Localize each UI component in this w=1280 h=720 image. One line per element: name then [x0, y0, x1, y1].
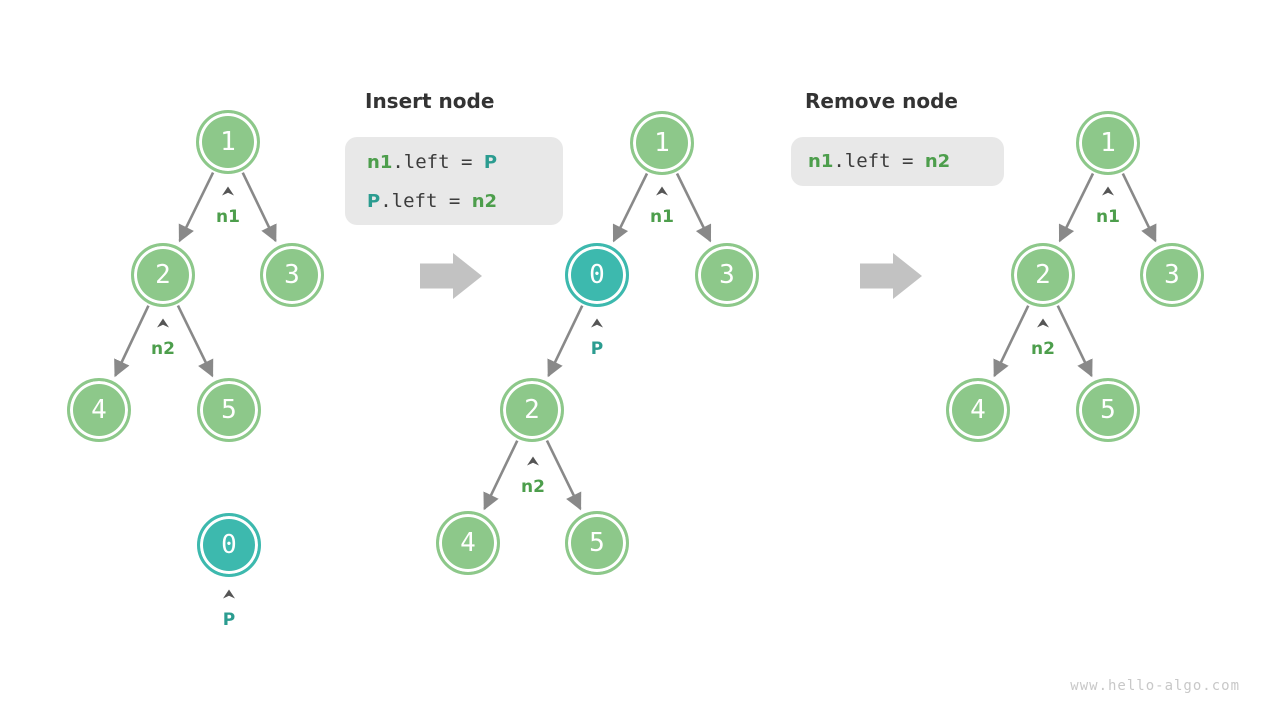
transform-block-arrow-2: [860, 253, 922, 299]
tree-after-remove-node-1: 1: [1076, 111, 1140, 175]
edge-1-to-0: [612, 172, 649, 243]
tree-edges-group: [114, 171, 1157, 511]
code-token-P: P: [367, 191, 381, 212]
pointer-caret-icon: [1102, 186, 1114, 196]
pointer-label-n2: n2: [1031, 339, 1055, 359]
tree-after-insert-node-2: 2: [500, 378, 564, 442]
tree-after-remove-node-4: 4: [946, 378, 1010, 442]
block-arrows-group: [420, 253, 922, 299]
remove-node-heading: Remove node: [805, 89, 958, 113]
code-token: .left =: [380, 190, 472, 212]
tree-before-insert-node-0: 0: [197, 513, 261, 577]
code-token-n2: n2: [924, 151, 951, 172]
remove-code-box: n1.left = n2: [791, 137, 1004, 186]
tree-after-insert-node-4: 4: [436, 511, 500, 575]
code-token-n1: n1: [808, 151, 834, 172]
remove-code-line: n1.left = n2: [808, 142, 1004, 181]
insert-code-line: n1.left = P: [367, 143, 563, 182]
pointer-caret-icon: [527, 456, 539, 466]
pointer-caret-icon: [656, 186, 668, 196]
tree-before-insert-node-3: 3: [260, 243, 324, 307]
edge-2-to-5: [1056, 305, 1093, 378]
edge-0-to-2: [547, 305, 584, 378]
code-token: .left =: [392, 151, 484, 173]
pointer-label-n2: n2: [521, 477, 545, 497]
watermark-text: www.hello-algo.com: [1070, 678, 1240, 694]
insert-node-heading: Insert node: [365, 89, 495, 113]
pointer-caret-icon: [223, 589, 235, 599]
tree-before-insert-node-5: 5: [197, 378, 261, 442]
pointer-label-n1: n1: [650, 207, 674, 227]
edge-2-to-4: [483, 440, 519, 511]
tree-before-insert-node-1: 1: [196, 110, 260, 174]
pointer-label-n1: n1: [216, 207, 240, 227]
transform-block-arrow-1: [420, 253, 482, 299]
insert-code-line: P.left = n2: [367, 182, 563, 221]
edge-1-to-2: [1058, 172, 1095, 243]
tree-before-insert-node-2: 2: [131, 243, 195, 307]
tree-after-remove-node-5: 5: [1076, 378, 1140, 442]
edge-2-to-4: [114, 305, 150, 378]
tree-after-insert-node-0: 0: [565, 243, 629, 307]
pointer-caret-icon: [591, 318, 603, 328]
pointer-caret-icon: [1037, 318, 1049, 328]
edge-2-to-5: [176, 304, 214, 378]
edge-1-to-3: [1121, 173, 1157, 243]
tree-after-insert-node-5: 5: [565, 511, 629, 575]
pointer-caret-icon: [222, 186, 234, 196]
tree-after-insert-node-3: 3: [695, 243, 759, 307]
pointer-label-P: P: [590, 339, 604, 359]
tree-after-insert-node-1: 1: [630, 111, 694, 175]
pointer-label-P: P: [222, 610, 236, 630]
pointer-label-n2: n2: [151, 339, 175, 359]
tree-after-remove-node-3: 3: [1140, 243, 1204, 307]
code-token-P: P: [483, 152, 498, 173]
pointer-caret-icon: [157, 318, 169, 328]
pointer-label-n1: n1: [1096, 207, 1120, 227]
code-token: .left =: [833, 150, 925, 172]
edge-1-to-3: [675, 172, 712, 243]
tree-after-remove-node-2: 2: [1011, 243, 1075, 307]
edge-2-to-5: [545, 439, 582, 511]
edge-1-to-2: [178, 171, 215, 243]
tree-before-insert-node-4: 4: [67, 378, 131, 442]
edge-2-to-4: [993, 305, 1030, 378]
code-token-n1: n1: [367, 152, 393, 173]
edge-1-to-3: [241, 172, 277, 243]
code-token-n2: n2: [471, 191, 498, 212]
